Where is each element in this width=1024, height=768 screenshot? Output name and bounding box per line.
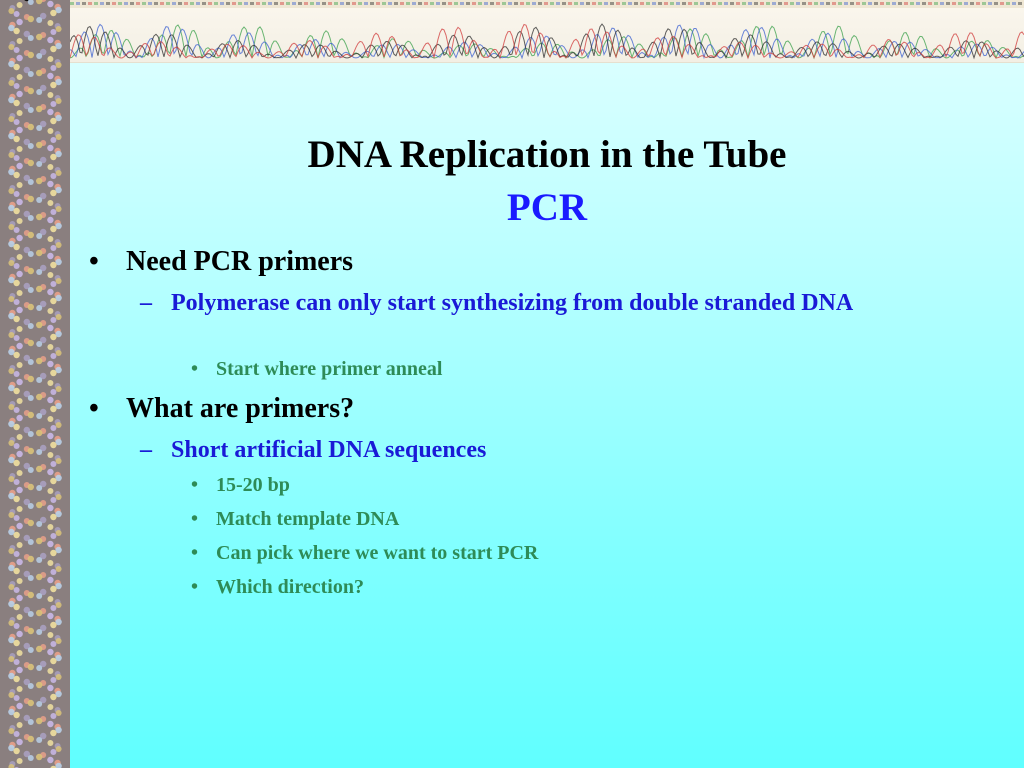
bullet-text: What are primers?: [126, 393, 355, 424]
bullet-marker: •: [191, 474, 199, 496]
sub-sub-bullet-text: Match template DNA: [216, 508, 400, 530]
chromatogram-band: [70, 0, 1024, 63]
bullet-marker: •: [191, 508, 199, 530]
sub-sub-bullet-item: • Match template DNA: [191, 507, 400, 531]
bullet-marker: •: [191, 576, 199, 598]
bullet-item: • Need PCR primers: [89, 246, 354, 278]
bullet-marker: •: [89, 393, 99, 424]
dash-marker: –: [140, 290, 152, 316]
sub-sub-bullet-item: • Which direction?: [191, 575, 364, 599]
bullet-item: • What are primers?: [89, 393, 355, 425]
sub-sub-bullet-item: • Can pick where we want to start PCR: [191, 541, 539, 565]
dna-helix-image: [8, 0, 62, 768]
bullet-text: Need PCR primers: [126, 246, 354, 277]
dna-helix-strip: [0, 0, 70, 768]
sub-bullet-text: Polymerase can only start synthesizing f…: [171, 290, 854, 316]
sub-sub-bullet-item: • Start where primer anneal: [191, 357, 443, 381]
bullet-marker: •: [191, 542, 199, 564]
chromatogram-image: [70, 0, 1024, 60]
sub-sub-bullet-item: • 15-20 bp: [191, 473, 290, 497]
sub-bullet-item: – Polymerase can only start synthesizing…: [140, 288, 931, 318]
bullet-marker: •: [191, 358, 199, 380]
bullet-marker: •: [89, 246, 99, 277]
sub-sub-bullet-text: 15-20 bp: [216, 474, 290, 496]
slide-title: DNA Replication in the Tube: [307, 133, 787, 176]
slide-subtitle: PCR: [506, 186, 588, 229]
sub-bullet-item: – Short artificial DNA sequences: [140, 435, 931, 465]
sub-sub-bullet-text: Can pick where we want to start PCR: [216, 542, 539, 564]
dash-marker: –: [140, 437, 152, 463]
sub-sub-bullet-text: Which direction?: [216, 576, 364, 598]
sub-bullet-text: Short artificial DNA sequences: [171, 437, 487, 463]
sub-sub-bullet-text: Start where primer anneal: [216, 358, 443, 380]
